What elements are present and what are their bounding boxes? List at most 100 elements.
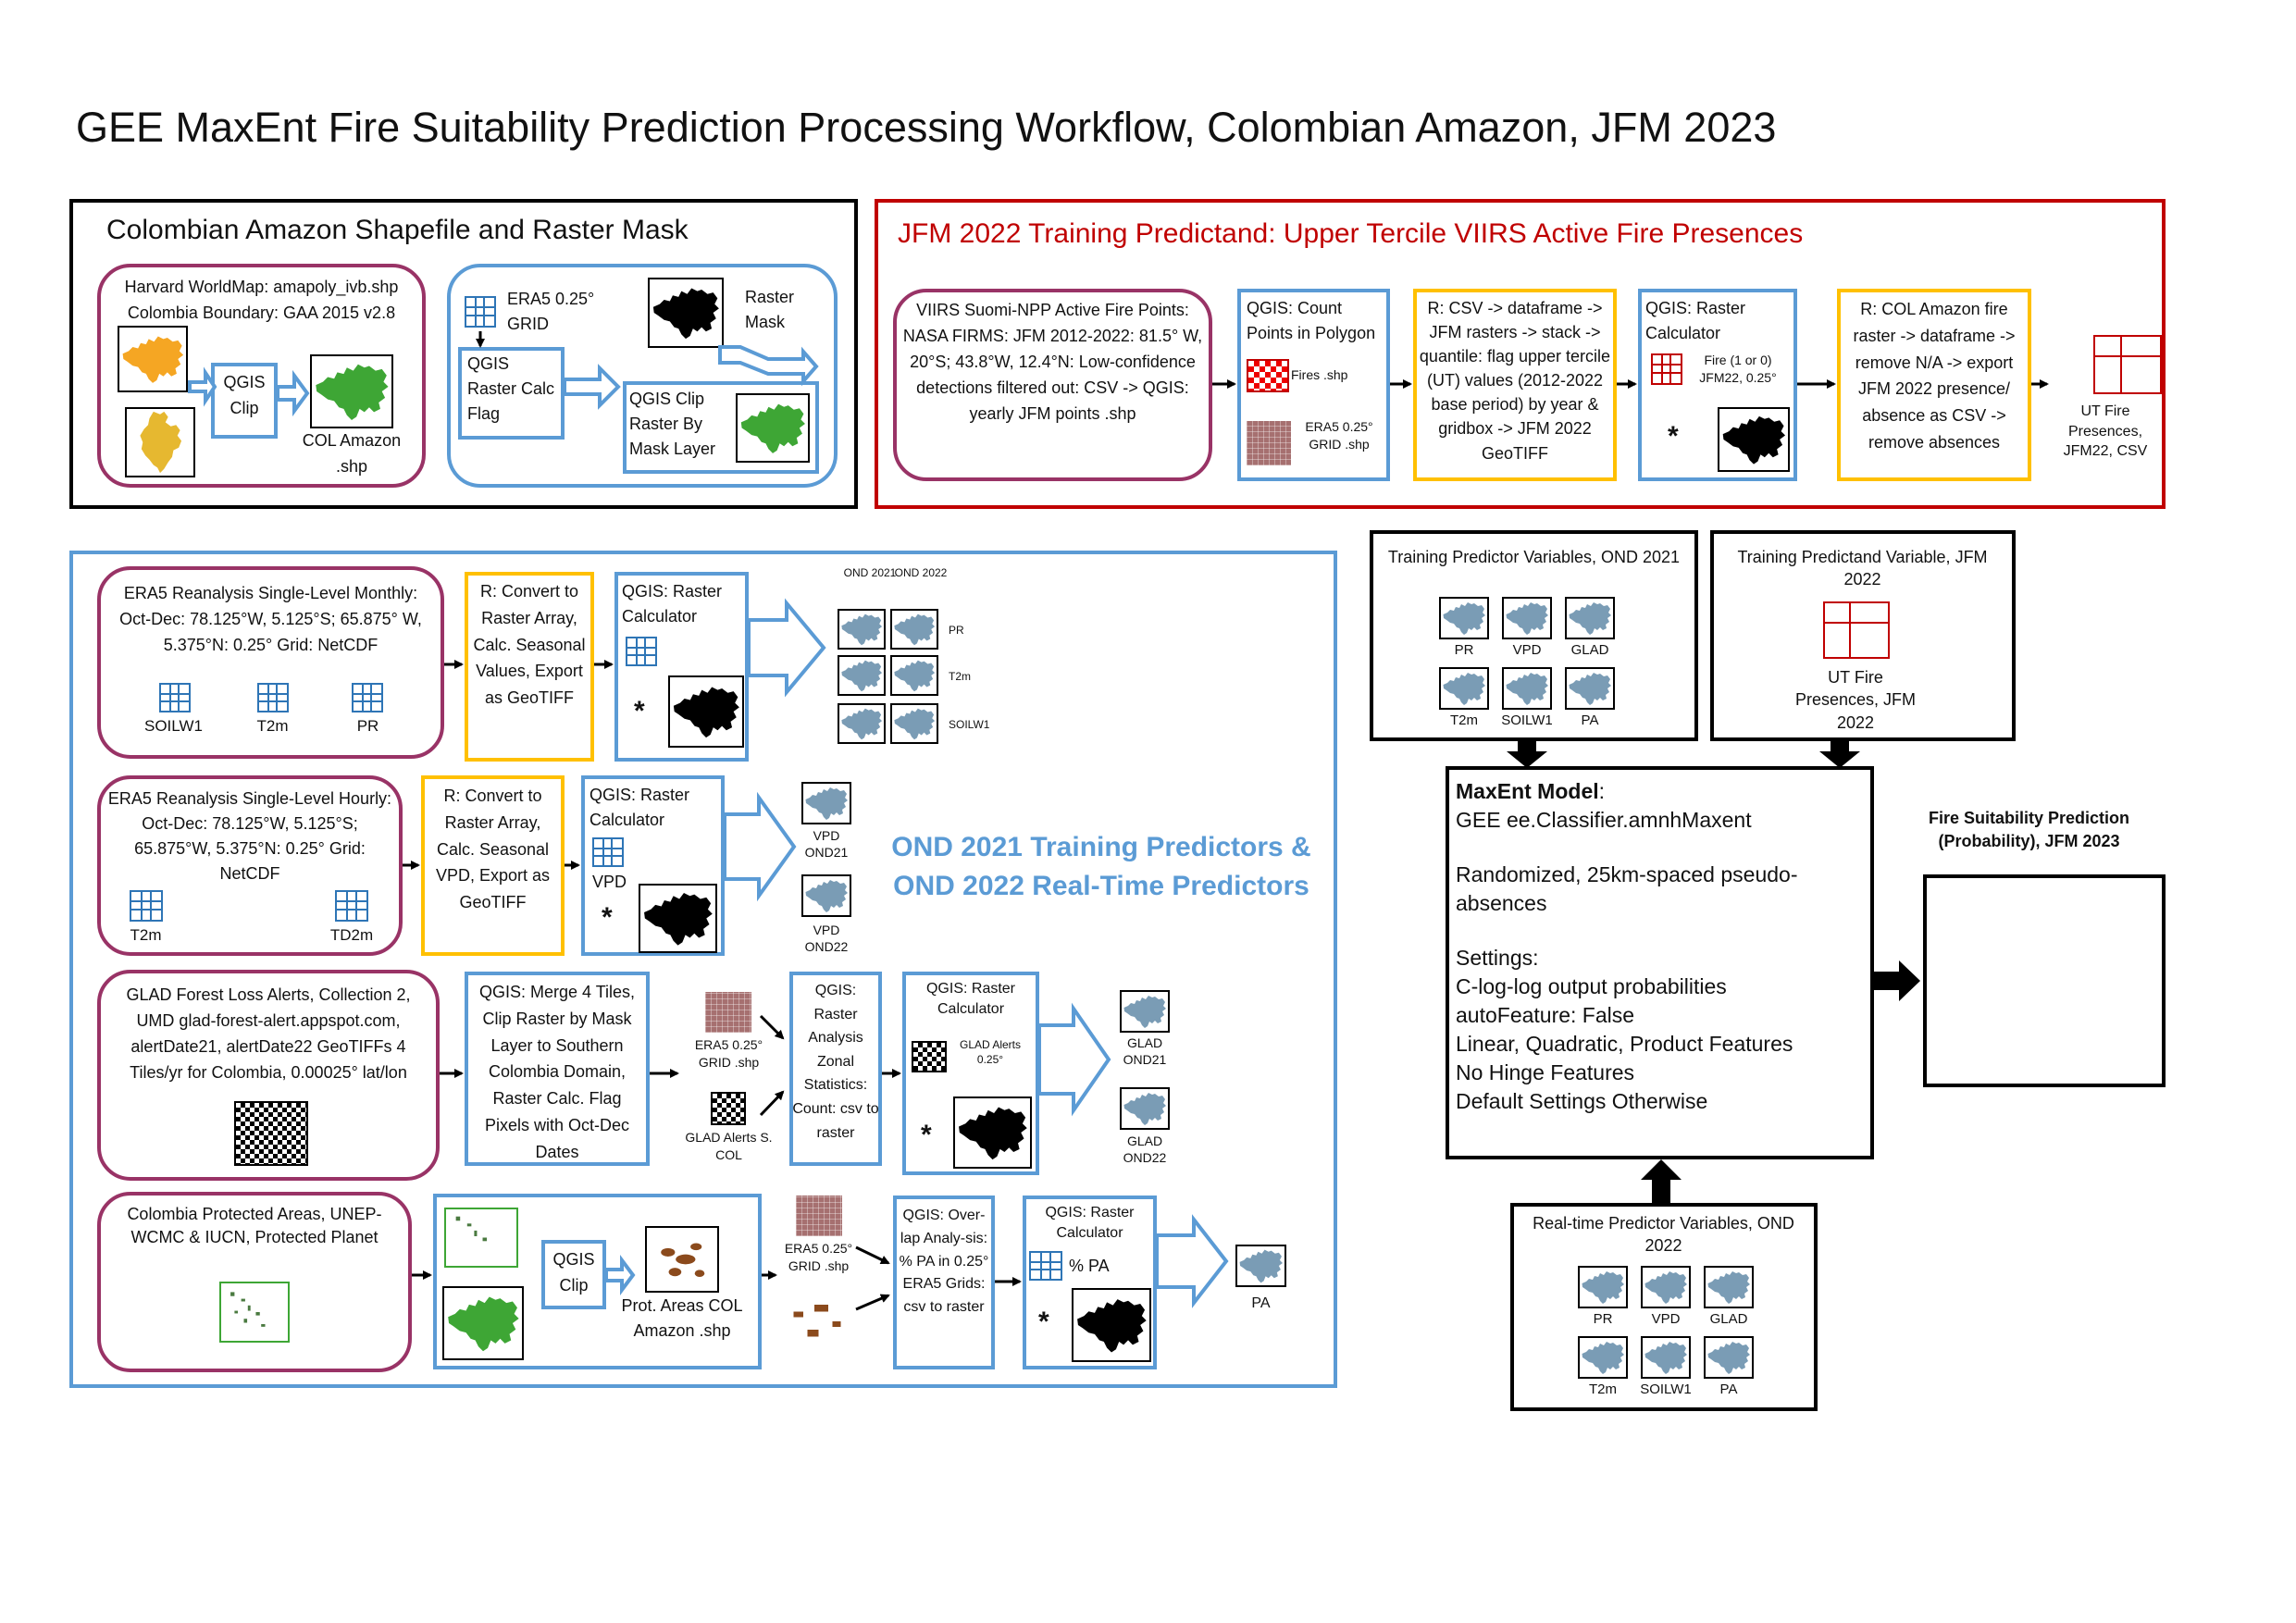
r-convert-monthly-text: R: Convert to Raster Array, Calc. Season… — [473, 582, 586, 708]
star-row4: * — [1038, 1307, 1049, 1337]
td2m-grid-icon — [335, 890, 368, 922]
glad-ond21-map — [1120, 990, 1170, 1033]
tp-pa-map — [1565, 667, 1615, 710]
tp-pr-map — [1439, 597, 1489, 639]
tp-pa-label: PA — [1581, 712, 1599, 728]
era5-monthly-text: ERA5 Reanalysis Single-Level Monthly: Oc… — [119, 584, 422, 654]
col-ond2021: OND 2021 — [843, 566, 897, 579]
viirs-source-box — [893, 289, 1212, 481]
protected-areas-text: Colombia Protected Areas, UNEP-WCMC & IU… — [127, 1205, 382, 1247]
tp-t2m-label: T2m — [1450, 712, 1478, 728]
glad-alerts-icon — [711, 1092, 746, 1125]
ut-fire-label: UT Fire Presences, JFM22, CSV — [2063, 403, 2148, 460]
pa-qgis-clip-text: QGIS Clip — [552, 1250, 595, 1295]
raster-calc-row4-text: QGIS: Raster Calculator — [1045, 1205, 1135, 1241]
qgis-clip-text: QGIS Clip — [223, 373, 266, 417]
pa-clip-source-map — [444, 1208, 518, 1268]
rt-soilw1-label: SOILW1 — [1640, 1381, 1692, 1397]
td2m-label: TD2m — [329, 926, 374, 944]
training-predictors-title: Training Predictor Variables, OND 2021 — [1387, 548, 1681, 566]
maxent-s2: autoFeature: False — [1456, 1003, 1635, 1028]
row3-mask-map — [953, 1096, 1032, 1169]
page-title: GEE MaxEnt Fire Suitability Prediction P… — [76, 104, 1777, 151]
row3-era5-grid-label: ERA5 0.25° GRID .shp — [694, 1037, 763, 1070]
out-t2m-label: T2m — [949, 670, 971, 683]
qgis-raster-calc-flag-box — [458, 347, 565, 440]
raster-calc-row2-text: QGIS: Raster Calculator — [590, 786, 690, 829]
era5-grid-shp-icon — [1247, 421, 1291, 465]
r-convert-hourly-box — [421, 775, 565, 956]
pr-label: PR — [356, 717, 379, 735]
training-predictand-title: Training Predictand Variable, JFM 2022 — [1737, 548, 1988, 589]
raster-mask-label: Raster Mask — [745, 288, 795, 331]
glad-ond21-label: GLAD OND21 — [1123, 1035, 1167, 1068]
glad-tiles-icon — [234, 1101, 308, 1166]
prediction-title: Fire Suitability Prediction (Probability… — [1928, 809, 2130, 851]
raster-calc-row3-text: QGIS: Raster Calculator — [925, 981, 1016, 1017]
r-col-box — [1837, 289, 2031, 481]
clip-by-mask-text: QGIS Clip Raster By Mask Layer — [629, 390, 716, 458]
rt-t2m-map — [1578, 1336, 1628, 1379]
t2m-ond22-map — [890, 655, 938, 696]
maxent-s1: C-log-log output probabilities — [1456, 974, 1727, 999]
t2m-label: T2m — [256, 717, 289, 735]
overlap-text: QGIS: Over-lap Analy-sis: % PA in 0.25° … — [899, 1208, 989, 1316]
tp-vpd-map — [1502, 597, 1552, 639]
row4-mask-map — [1072, 1288, 1151, 1362]
fires-shp-label: Fires .shp — [1291, 367, 1348, 382]
glad-source-text: GLAD Forest Loss Alerts, Collection 2, U… — [126, 985, 411, 1082]
vpd-ond21-label: VPD OND21 — [804, 828, 849, 861]
glad-ond22-label: GLAD OND22 — [1123, 1134, 1167, 1166]
t2m-hourly-grid-icon — [130, 890, 163, 922]
fire-flag-map — [1718, 407, 1790, 472]
era5-grid-icon — [465, 296, 496, 328]
rt-pr-label: PR — [1593, 1311, 1613, 1327]
rt-glad-label: GLAD — [1709, 1311, 1748, 1327]
glad-ond22-map — [1120, 1087, 1170, 1130]
r-csv-text: R: CSV -> dataframe -> JFM rasters -> st… — [1419, 299, 1611, 463]
col-amazon-label: COL Amazon .shp — [302, 431, 402, 476]
fire-flag-grid-icon — [1651, 353, 1682, 385]
maxent-content: MaxEnt Model: GEE ee.Classifier.amnhMaxe… — [1456, 777, 1863, 1116]
out-pr-label: PR — [949, 624, 964, 637]
calc-row1-grid-icon — [626, 637, 657, 666]
rt-pa-label: PA — [1719, 1381, 1738, 1397]
rt-soilw1-map — [1641, 1336, 1691, 1379]
tp-pr-label: PR — [1454, 642, 1474, 658]
shapefile-panel-title: Colombian Amazon Shapefile and Raster Ma… — [106, 215, 689, 245]
pa-green-map — [442, 1286, 524, 1360]
qgis-raster-calc-flag-text: QGIS Raster Calc Flag — [467, 354, 555, 423]
maxent-s4: No Hinge Features — [1456, 1060, 1635, 1085]
col-ond2022: OND 2022 — [894, 566, 948, 579]
row2-mask-map — [639, 884, 717, 953]
t2m-grid-icon — [257, 683, 289, 712]
count-points-text: QGIS: Count Points in Polygon — [1247, 299, 1376, 342]
pa-out-label: PA — [1251, 1295, 1271, 1311]
zonal-stats-text: QGIS: Raster Analysis Zonal Statistics: … — [792, 983, 879, 1141]
predictand-ut-icon — [1823, 601, 1890, 659]
era5-grid-shp-label: ERA5 0.25° GRID .shp — [1305, 419, 1373, 452]
maxent-s3: Linear, Quadratic, Product Features — [1456, 1032, 1793, 1057]
pr-ond21-map — [838, 609, 886, 650]
shapefile-panel — [69, 199, 858, 509]
zonal-stats-box — [789, 972, 882, 1166]
realtime-predictors-title: Real-time Predictor Variables, OND 2022 — [1533, 1214, 1794, 1256]
row4-pa-brown-map — [787, 1286, 856, 1351]
colombia-yellow-map — [125, 407, 195, 477]
row4-era5-grid-label: ERA5 0.25° GRID .shp — [784, 1241, 853, 1273]
pa-out-map — [1235, 1245, 1286, 1287]
glad-qgis-text: QGIS: Merge 4 Tiles, Clip Raster by Mask… — [478, 983, 636, 1161]
overlap-box — [893, 1196, 995, 1369]
prot-areas-label: Prot. Areas COL Amazon .shp — [621, 1296, 743, 1340]
vpd-ond22-label: VPD OND22 — [804, 923, 849, 955]
raster-calc-row1-text: QGIS: Raster Calculator — [622, 582, 723, 626]
raster-calc-text: QGIS: Raster Calculator — [1645, 299, 1746, 342]
soilw1-label: SOILW1 — [144, 717, 203, 735]
era5-hourly-box — [97, 775, 403, 956]
rt-pa-map — [1704, 1336, 1754, 1379]
prot-areas-map — [645, 1226, 719, 1293]
glad-qgis-box — [465, 972, 650, 1166]
t2m-hourly-label: T2m — [130, 926, 162, 944]
